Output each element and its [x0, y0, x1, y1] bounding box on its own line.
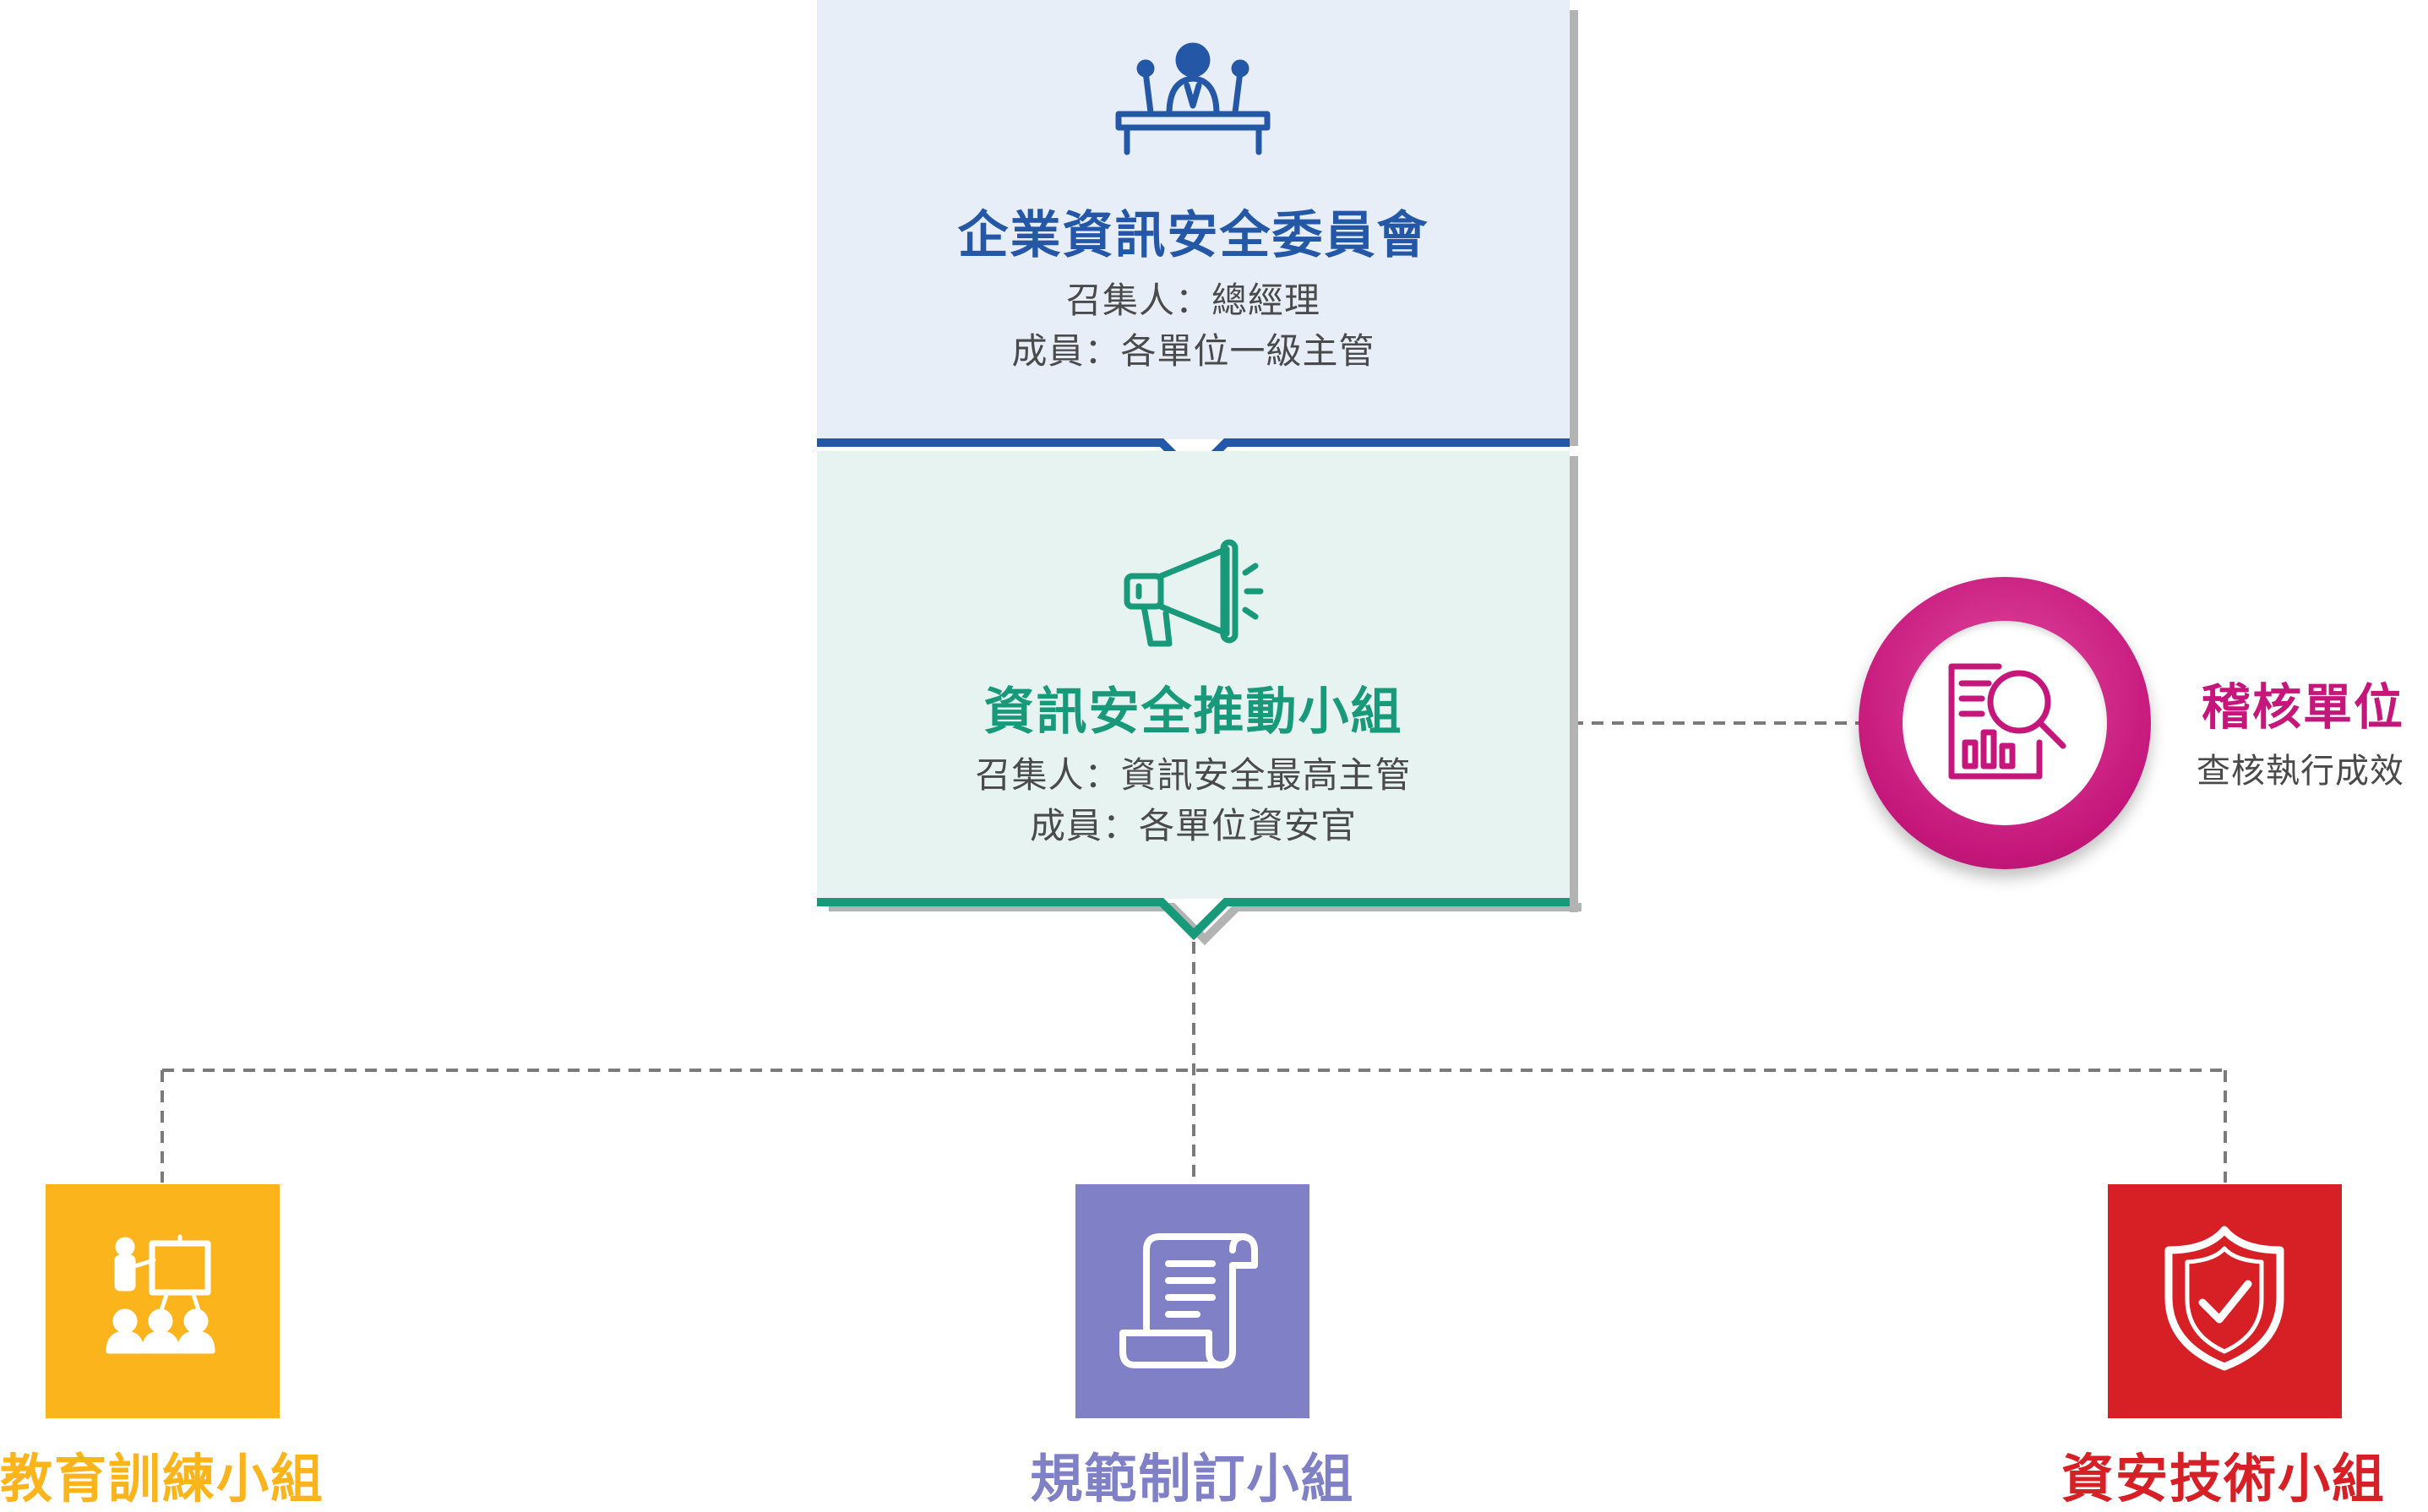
- regulation-group-box: [1075, 1184, 1309, 1418]
- promotion-members: 成員：各單位資安官: [1029, 805, 1357, 846]
- training-presentation-icon: [106, 1234, 215, 1354]
- promotion-title: 資訊安全推動小組: [983, 683, 1403, 742]
- audit-title: 稽核單位: [2202, 678, 2405, 736]
- shield-check-icon: [2164, 1226, 2284, 1371]
- document-scroll-icon: [1119, 1233, 1258, 1368]
- promotion-divider: [817, 898, 1581, 946]
- committee-members: 成員：各單位一級主管: [1011, 330, 1375, 372]
- audit-report-magnifier-icon: [1948, 663, 2066, 780]
- committee-shadow: [1570, 10, 1578, 446]
- committee-box: 企業資訊安全委員會 召集人：總經理 成員：各單位一級主管: [817, 0, 1570, 439]
- committee-convener: 召集人：總經理: [1065, 280, 1320, 321]
- tech-group-label: 資安技術小組: [2061, 1448, 2386, 1509]
- audit-inner-circle: [1903, 621, 2107, 825]
- training-group-box: [46, 1184, 280, 1418]
- promotion-convener: 召集人：資訊安全最高主管: [975, 754, 1412, 796]
- tech-group-box: [2108, 1184, 2342, 1418]
- promotion-shadow: [1570, 456, 1578, 912]
- audit-desc: 查核執行成效: [2197, 752, 2404, 791]
- megaphone-icon: [1124, 539, 1264, 647]
- audit-circle: [1859, 577, 2151, 869]
- speaker-podium-icon: [1115, 42, 1271, 155]
- committee-title: 企業資訊安全委員會: [957, 206, 1429, 265]
- regulation-group-label: 規範制訂小組: [1030, 1448, 1355, 1509]
- promotion-box: 資訊安全推動小組 召集人：資訊安全最高主管 成員：各單位資安官: [817, 451, 1570, 899]
- training-group-label: 教育訓練小組: [0, 1448, 325, 1509]
